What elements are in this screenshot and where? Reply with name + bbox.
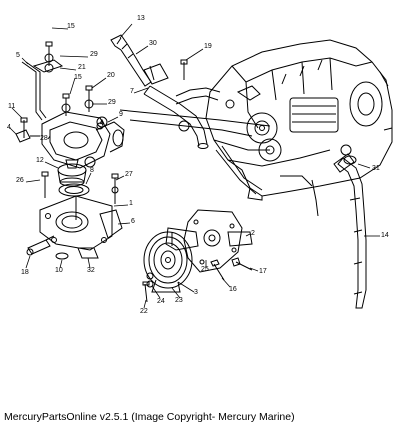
part-label-27[interactable]: 27 (125, 171, 133, 178)
bolt-15 (45, 42, 53, 72)
washers-24 (147, 273, 153, 287)
part-label-4[interactable]: 4 (7, 124, 11, 131)
bolt-26 (42, 172, 48, 198)
part-label-22[interactable]: 22 (140, 308, 148, 315)
part-label-19[interactable]: 19 (204, 43, 212, 50)
copyright-caption: MercuryPartsOnline v2.5.1 (Image Copyrig… (4, 411, 295, 423)
hose-13-and-elbow-30 (111, 35, 168, 86)
part-label-13[interactable]: 13 (137, 15, 145, 22)
part-label-5[interactable]: 5 (16, 52, 20, 59)
o-ring-10 (56, 253, 68, 259)
part-label-9[interactable]: 9 (119, 111, 123, 118)
bolt-20 (85, 86, 93, 112)
part-label-7[interactable]: 7 (130, 88, 134, 95)
part-label-10[interactable]: 10 (55, 267, 63, 274)
part-label-26[interactable]: 26 (16, 177, 24, 184)
part-label-29-lower[interactable]: 29 (108, 99, 116, 106)
exploded-parts-diagram (0, 0, 400, 400)
part-label-23[interactable]: 23 (175, 297, 183, 304)
bolt-17 (232, 258, 252, 270)
part-label-14[interactable]: 14 (381, 232, 389, 239)
pulley-3 (144, 232, 192, 292)
bolt-22 (143, 282, 149, 302)
part-label-6[interactable]: 6 (131, 218, 135, 225)
part-label-20[interactable]: 20 (107, 72, 115, 79)
part-label-12[interactable]: 12 (36, 157, 44, 164)
sensor-18 (27, 236, 54, 255)
hose-14 (334, 154, 366, 308)
belt-and-lines (120, 110, 318, 216)
part-label-24[interactable]: 24 (157, 298, 165, 305)
gasket-2 (228, 232, 252, 246)
gasket-8 (59, 184, 89, 196)
part-label-18[interactable]: 18 (21, 269, 29, 276)
part-label-16[interactable]: 16 (229, 286, 237, 293)
part-label-3[interactable]: 3 (194, 289, 198, 296)
thermostat-housing-cover (42, 112, 124, 168)
part-label-2[interactable]: 2 (251, 230, 255, 237)
part-label-1[interactable]: 1 (129, 200, 133, 207)
drain-plug-11 (21, 118, 27, 138)
fitting-31 (344, 156, 356, 164)
bolt-27 (112, 174, 118, 204)
part-label-8[interactable]: 8 (90, 167, 94, 174)
part-label-21[interactable]: 21 (78, 64, 86, 71)
part-label-11[interactable]: 11 (8, 103, 16, 110)
part-label-15-lower[interactable]: 15 (74, 74, 82, 81)
engine-block-illustration (206, 40, 392, 200)
part-label-28[interactable]: 28 (40, 135, 48, 142)
part-label-31[interactable]: 31 (372, 165, 380, 172)
thermostat-12 (58, 160, 86, 186)
fitting-4 (16, 130, 40, 142)
part-label-15[interactable]: 15 (67, 23, 75, 30)
part-label-29[interactable]: 29 (90, 51, 98, 58)
tube-5 (22, 60, 62, 120)
bolt-16 (211, 260, 224, 280)
part-label-17[interactable]: 17 (259, 268, 267, 275)
part-label-30[interactable]: 30 (149, 40, 157, 47)
pump-housing-1 (40, 196, 122, 250)
reference-markers (85, 117, 189, 167)
part-label-25[interactable]: 25 (201, 266, 209, 273)
outlet-tube-7 (144, 86, 220, 149)
plug-32 (78, 248, 98, 258)
water-pump-25 (166, 210, 242, 272)
stud-19 (181, 60, 187, 80)
leader-lines (10, 24, 380, 308)
part-label-32[interactable]: 32 (87, 267, 95, 274)
